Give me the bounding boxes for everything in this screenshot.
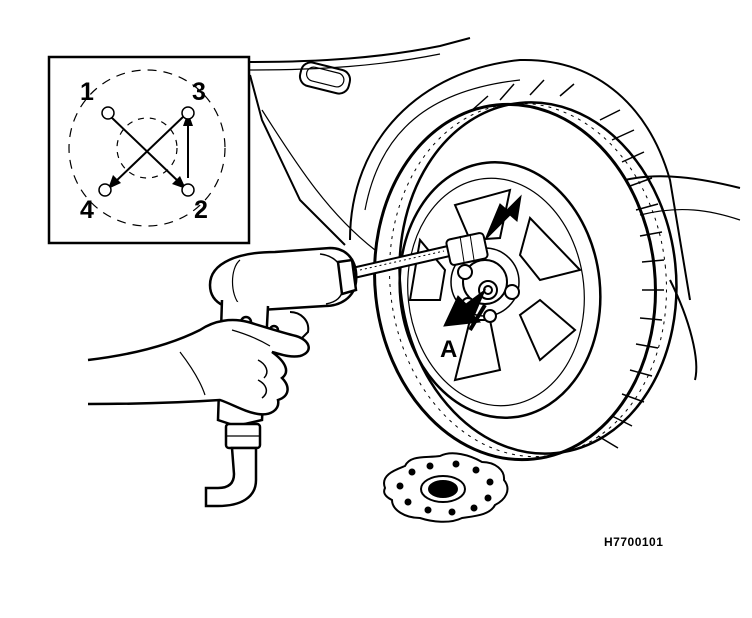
lug-label-4: 4 <box>80 196 94 224</box>
lug-1-marker <box>101 106 115 120</box>
callout-arrows <box>443 194 522 332</box>
air-hose <box>204 422 262 508</box>
lug-label-3: 3 <box>192 78 206 106</box>
lug-nut <box>457 264 473 280</box>
lug-sequence-inset <box>47 55 251 245</box>
lug-label-2: 2 <box>194 196 208 224</box>
car-body <box>249 37 741 381</box>
figure-code: H7700101 <box>604 535 664 549</box>
arrow-upper <box>484 194 522 241</box>
arrow-lower <box>443 288 487 327</box>
removed-wheel-cap <box>383 452 509 523</box>
lug-nut <box>483 309 497 323</box>
lug-nut <box>504 284 520 300</box>
lug-3-marker <box>181 106 195 120</box>
lug-2-marker <box>181 183 195 197</box>
callout-label-a: A <box>440 336 458 363</box>
hand <box>87 318 310 416</box>
tire <box>373 79 678 462</box>
lug-label-1: 1 <box>80 78 94 106</box>
lug-4-marker <box>98 183 112 197</box>
door-handle <box>298 61 352 95</box>
